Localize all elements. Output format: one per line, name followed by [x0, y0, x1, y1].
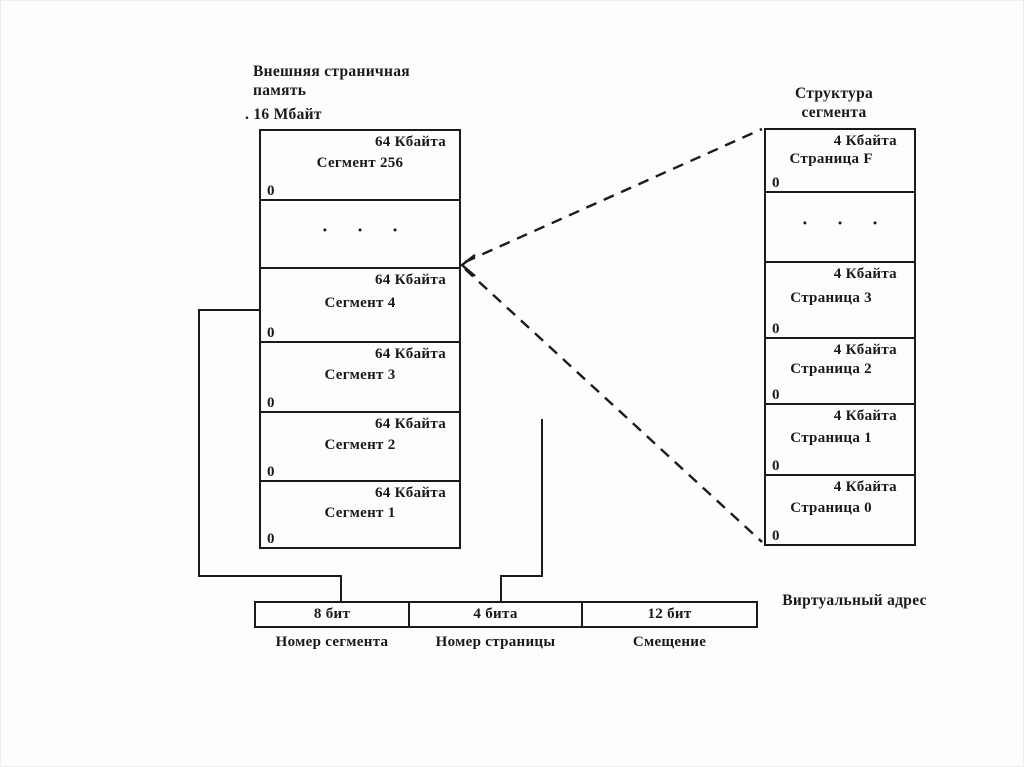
page-size-label: 4 Кбайта	[833, 266, 897, 282]
ellipsis-dots: · · ·	[801, 213, 891, 235]
segment-size-label: 64 Кбайта	[374, 272, 446, 288]
page-name-label: Страница 3	[790, 289, 872, 306]
address-field-page-bits: 4 бита	[408, 601, 583, 628]
segment-name-label: Сегмент 256	[316, 154, 404, 171]
connector-seg4-horizontal	[198, 309, 259, 311]
connector-drop-page-field	[500, 575, 502, 603]
connector-page-vertical	[541, 419, 543, 577]
page-origin-label: 0	[772, 387, 780, 403]
page-row-f: 4 Кбайта Страница F 0	[766, 130, 914, 191]
page-row-1: 4 Кбайта Страница 1 0	[766, 403, 914, 474]
address-field-offset-bits: 12 бит	[581, 601, 758, 628]
memory-segment-stack: 64 Кбайта Сегмент 256 0 · · · 64 Кбайта …	[259, 129, 461, 549]
segment-row-3: 64 Кбайта Сегмент 3 0	[261, 341, 459, 411]
caption-offset: Смещение	[632, 634, 707, 650]
segment-size-label: 64 Кбайта	[374, 485, 446, 501]
page-origin-label: 0	[772, 175, 780, 191]
page-name-label: Страница 0	[790, 499, 872, 516]
segment-name-label: Сегмент 1	[324, 504, 396, 521]
page-row-0: 4 Кбайта Страница 0 0	[766, 474, 914, 544]
segment-structure-title: Структура сегмента	[794, 85, 874, 121]
segment-size-label: 64 Кбайта	[374, 134, 446, 150]
segment-row-1: 64 Кбайта Сегмент 1 0	[261, 480, 459, 547]
arrowhead-icon	[460, 254, 476, 277]
address-field-segment-bits: 8 бит	[254, 601, 410, 628]
page-origin-label: 0	[772, 458, 780, 474]
segment-row-2: 64 Кбайта Сегмент 2 0	[261, 411, 459, 480]
page-row-ellipsis: · · ·	[766, 191, 914, 261]
page-size-label: 4 Кбайта	[833, 408, 897, 424]
segment-row-256: 64 Кбайта Сегмент 256 0	[261, 131, 459, 199]
dashed-line-to-top	[464, 127, 763, 264]
connector-left-vertical	[198, 309, 200, 577]
segment-origin-label: 0	[267, 464, 275, 480]
page-name-label: Страница 1	[790, 429, 872, 446]
segment-size-label: 64 Кбайта	[374, 416, 446, 432]
memory-size-label: . 16 Мбайт	[245, 106, 322, 123]
segment-row-4: 64 Кбайта Сегмент 4 0	[261, 267, 459, 341]
page-size-label: 4 Кбайта	[833, 133, 897, 149]
virtual-address-label: Виртуальный адрес	[782, 592, 927, 609]
ellipsis-dots: · · ·	[321, 220, 411, 242]
external-memory-title: Внешняя страничная память	[253, 63, 410, 99]
segment-origin-label: 0	[267, 531, 275, 547]
segment-origin-label: 0	[267, 183, 275, 199]
page-name-label: Страница F	[789, 150, 873, 167]
connector-page-horizontal	[500, 575, 543, 577]
page-name-label: Страница 2	[790, 360, 872, 377]
page-size-label: 4 Кбайта	[833, 479, 897, 495]
segment-name-label: Сегмент 3	[324, 366, 396, 383]
page-origin-label: 0	[772, 528, 780, 544]
segment-row-ellipsis: · · ·	[261, 199, 459, 267]
page-origin-label: 0	[772, 321, 780, 337]
page-structure-stack: 4 Кбайта Страница F 0 · · · 4 Кбайта Стр…	[764, 128, 916, 546]
page-row-2: 4 Кбайта Страница 2 0	[766, 337, 914, 403]
caption-segment-number: Номер сегмента	[275, 634, 389, 650]
segment-name-label: Сегмент 4	[324, 294, 396, 311]
caption-page-number: Номер страницы	[435, 634, 556, 650]
connector-drop-segment-field	[340, 575, 342, 603]
page-size-label: 4 Кбайта	[833, 342, 897, 358]
dashed-line-to-bottom	[464, 268, 763, 543]
connector-bottom-horizontal	[198, 575, 342, 577]
segment-origin-label: 0	[267, 325, 275, 341]
page-row-3: 4 Кбайта Страница 3 0	[766, 261, 914, 337]
segment-size-label: 64 Кбайта	[374, 346, 446, 362]
segment-name-label: Сегмент 2	[324, 436, 396, 453]
segment-origin-label: 0	[267, 395, 275, 411]
